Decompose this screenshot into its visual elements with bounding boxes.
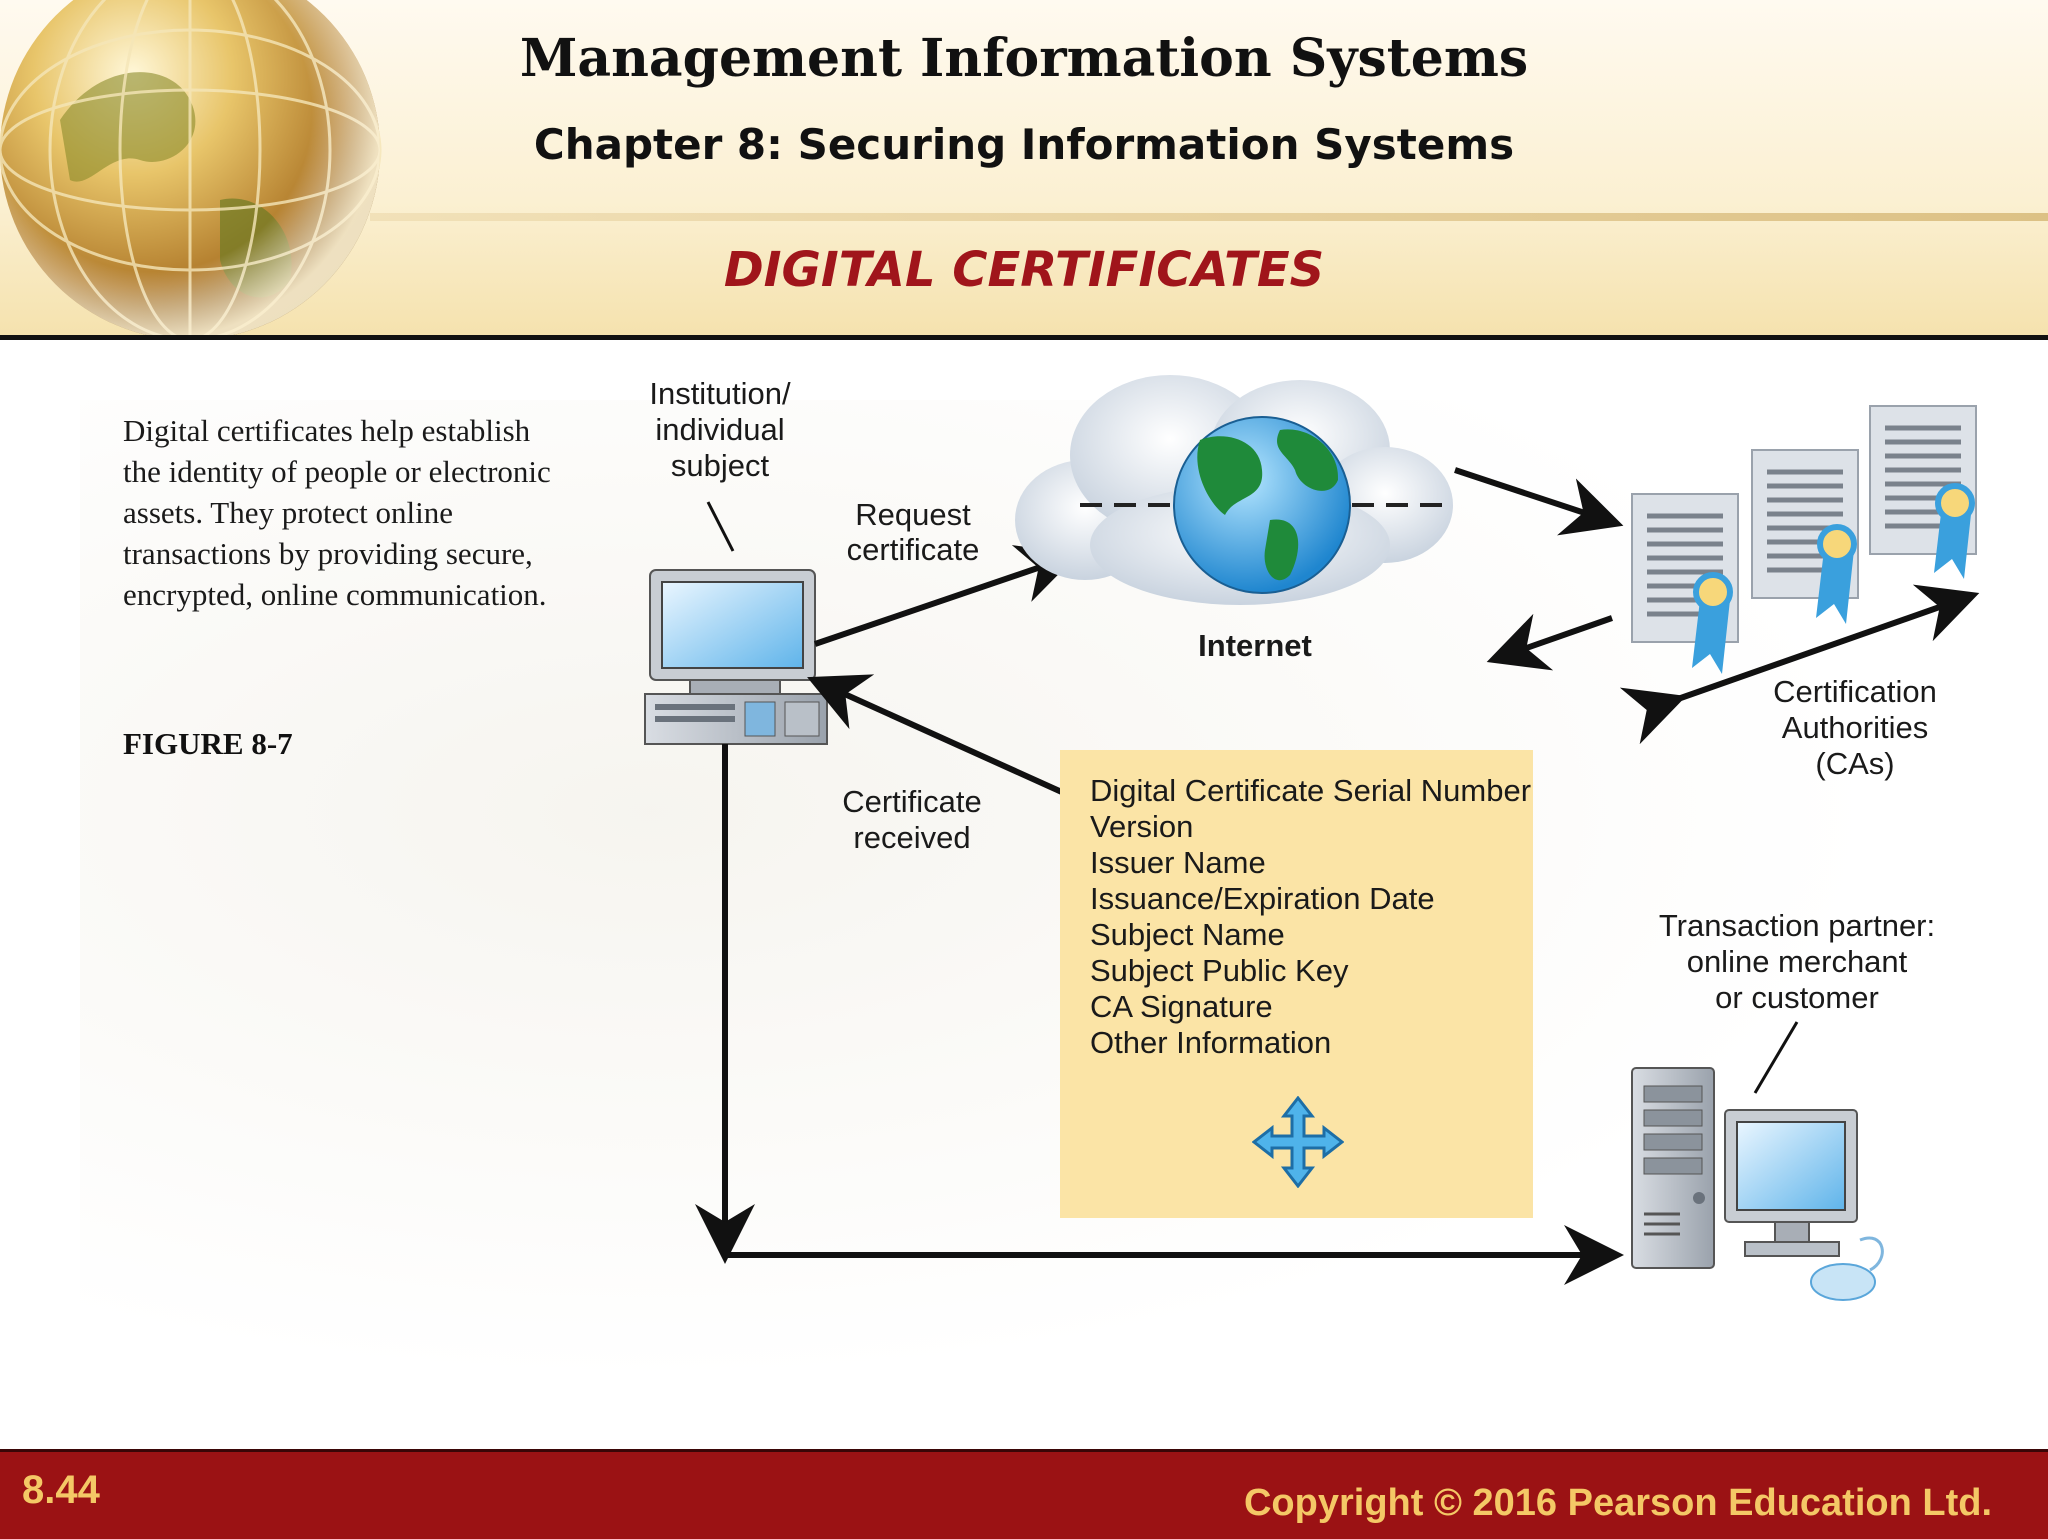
list-item: Issuance/Expiration Date xyxy=(1090,881,1435,916)
internet-label: Internet xyxy=(1198,628,1312,663)
partner-pointer-line xyxy=(1753,1021,1799,1094)
received-label-line-2: received xyxy=(853,820,970,855)
subject-pointer-line xyxy=(706,501,735,552)
header-stripe xyxy=(370,213,2048,221)
slide-number: 8.44 xyxy=(22,1468,100,1512)
certificate-icon xyxy=(1631,493,1739,674)
figure-label: FIGURE 8-7 xyxy=(123,726,293,761)
copyright-text: Copyright © 2016 Pearson Education Ltd. xyxy=(1243,1482,1992,1524)
partner-label-line-3: or customer xyxy=(1715,980,1879,1015)
certificate-icon xyxy=(1751,449,1859,624)
list-item: CA Signature xyxy=(1090,989,1273,1024)
globe-icon xyxy=(1173,416,1351,594)
ca-to-internet-arrow xyxy=(1486,613,1613,671)
received-label-line-1: Certificate xyxy=(842,784,982,819)
internet-to-ca-arrow xyxy=(1454,467,1624,536)
globe-logo xyxy=(0,0,382,335)
subject-computer-icon xyxy=(644,569,828,745)
request-label-line-2: certificate xyxy=(847,532,980,567)
slide-header: Management Information Systems Chapter 8… xyxy=(0,0,2048,340)
list-item: Issuer Name xyxy=(1090,845,1266,880)
chapter-subtitle: Chapter 8: Securing Information Systems xyxy=(533,120,1515,169)
ca-partner-two-way-arrow xyxy=(1619,584,1980,745)
subject-label-line-3: subject xyxy=(671,448,770,483)
description-text: Digital certificates help establish the … xyxy=(123,413,551,612)
slide-footer: 8.44 Copyright © 2016 Pearson Education … xyxy=(0,1449,2048,1539)
subject-label-line-1: Institution/ xyxy=(649,376,791,411)
ca-label-line-3: (CAs) xyxy=(1815,746,1894,781)
certificate-fields-list: Digital Certificate Serial Number Versio… xyxy=(1090,773,1531,1061)
certificate-received-arrow xyxy=(807,674,1077,801)
ca-label-line-2: Authorities xyxy=(1782,710,1928,745)
certificate-documents-icon xyxy=(1631,405,1977,674)
list-item: Digital Certificate Serial Number xyxy=(1090,773,1532,808)
request-label-line-1: Request xyxy=(855,497,971,532)
slide-title: DIGITAL CERTIFICATES xyxy=(723,242,1325,298)
course-title: Management Information Systems xyxy=(519,28,1529,89)
move-arrows-icon xyxy=(1252,1096,1344,1188)
list-item: Subject Public Key xyxy=(1090,953,1349,988)
subject-label-line-2: individual xyxy=(655,412,784,447)
request-arrow xyxy=(814,545,1079,647)
ca-label-line-1: Certification xyxy=(1773,674,1937,709)
certificate-icon xyxy=(1869,405,1977,579)
list-item: Subject Name xyxy=(1090,917,1285,952)
partner-label-line-1: Transaction partner: xyxy=(1659,908,1935,943)
partner-computer-icon xyxy=(1631,1067,1884,1301)
list-item: Version xyxy=(1090,809,1194,844)
list-item: Other Information xyxy=(1090,1025,1332,1060)
partner-label-line-2: online merchant xyxy=(1687,944,1908,979)
